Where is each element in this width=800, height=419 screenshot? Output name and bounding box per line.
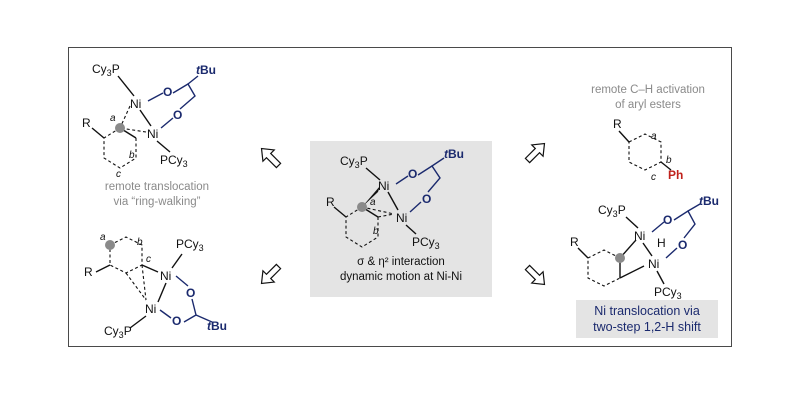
- tl-pos-b: b: [129, 150, 135, 161]
- br-cy3p-label: Cy3P: [598, 203, 626, 219]
- c-pos-b: b: [373, 226, 379, 237]
- bl-pos-c: c: [146, 254, 151, 265]
- ring-walking-caption-2: via “ring-walking”: [114, 196, 201, 208]
- arrow-to-top-right: [524, 142, 546, 164]
- arrow-to-bottom-left: [260, 263, 282, 285]
- bl-oxygen-1: O: [186, 286, 195, 300]
- h-shift-caption-1: Ni translocation via: [594, 304, 700, 318]
- structure-bottom-left: R a b c Ni PCy3 Ni O tBu O Cy3P: [84, 232, 227, 340]
- c-oxygen-2: O: [422, 192, 431, 206]
- br-oxygen-1: O: [663, 213, 672, 227]
- arrow-to-bottom-right: [524, 264, 546, 286]
- tl-cy3p-label: Cy3P: [92, 62, 120, 78]
- c-ni-lower: Ni: [396, 211, 407, 225]
- activation-caption-2: of aryl esters: [615, 99, 681, 111]
- center-highlight-box: [310, 141, 492, 297]
- c-pos-a: a: [370, 197, 376, 208]
- br-ni-lower: Ni: [648, 257, 659, 271]
- c-pcy3-label: PCy3: [412, 235, 440, 251]
- tl-ni-upper: Ni: [130, 97, 141, 111]
- tl-metal-marker: [115, 123, 125, 133]
- c-oxygen-1: O: [408, 167, 417, 181]
- br-metal-marker: [615, 253, 625, 263]
- tr-phenyl-label: Ph: [668, 168, 683, 182]
- bl-pos-a: a: [100, 232, 106, 243]
- activation-caption-1: remote C–H activation: [591, 84, 705, 96]
- br-tbu-label: tBu: [699, 194, 719, 208]
- tr-pos-a: a: [651, 131, 657, 142]
- bl-tbu-label: tBu: [207, 319, 227, 333]
- tl-pos-c: c: [116, 169, 121, 180]
- arrow-to-top-left: [260, 147, 282, 169]
- tl-oxygen-2: O: [173, 108, 182, 122]
- tl-r-label: R: [82, 116, 91, 130]
- bl-r-label: R: [84, 265, 93, 279]
- c-r-label: R: [326, 195, 335, 209]
- h-shift-caption-box: Ni translocation via two-step 1,2-H shif…: [576, 300, 718, 338]
- tl-pos-a: a: [110, 113, 116, 124]
- center-caption-1: σ & η² interaction: [357, 256, 445, 268]
- tr-pos-b: b: [666, 155, 672, 166]
- tr-pos-c: c: [651, 172, 656, 183]
- tl-ni-lower: Ni: [147, 127, 158, 141]
- scheme-frame: [68, 47, 732, 347]
- br-pcy3-label: PCy3: [654, 285, 682, 301]
- tr-r-label: R: [613, 117, 622, 131]
- center-caption-2: dynamic motion at Ni-Ni: [340, 271, 462, 283]
- bl-ni-lower: Ni: [145, 302, 156, 316]
- br-r-label: R: [570, 235, 579, 249]
- bl-pcy3-label: PCy3: [176, 237, 204, 253]
- h-shift-caption-2: two-step 1,2-H shift: [593, 320, 701, 334]
- structure-top-right: R a b c Ph: [613, 117, 683, 183]
- structure-bottom-right: Cy3P Ni O tBu O H Ni PCy3 R: [570, 194, 719, 301]
- ring-walking-caption-1: remote translocation: [105, 181, 209, 193]
- tl-oxygen-1: O: [163, 85, 172, 99]
- bl-metal-marker: [105, 240, 115, 250]
- c-metal-marker: [357, 202, 367, 212]
- bl-oxygen-2: O: [172, 314, 181, 328]
- structure-center: Cy3P Ni O tBu O Ni PCy3 R a b: [326, 147, 464, 251]
- br-ni-upper: Ni: [634, 229, 645, 243]
- tl-pcy3-label: PCy3: [160, 153, 188, 169]
- bl-ni-upper: Ni: [160, 269, 171, 283]
- c-ni-upper: Ni: [378, 179, 389, 193]
- bl-pos-b: b: [137, 237, 143, 248]
- bl-cy3p-label: Cy3P: [104, 324, 132, 340]
- br-hydride-label: H: [657, 236, 666, 250]
- c-cy3p-label: Cy3P: [340, 154, 368, 170]
- br-oxygen-2: O: [678, 238, 687, 252]
- c-tbu-label: tBu: [444, 147, 464, 161]
- tl-tbu-label: tBu: [196, 63, 216, 77]
- structure-top-left: Cy3P Ni O tBu O Ni PCy3 R a b c: [82, 62, 216, 180]
